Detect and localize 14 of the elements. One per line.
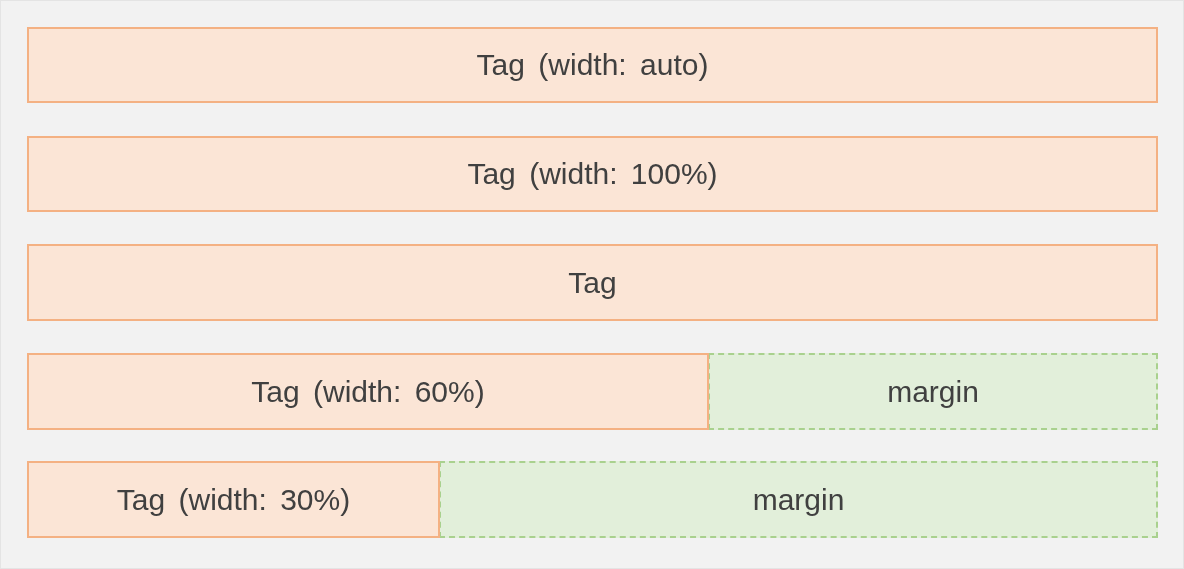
tag-box [27, 353, 709, 430]
tag-box [27, 27, 1158, 103]
box-label: margin [887, 374, 979, 409]
box-label: Tag (width: 100%) [467, 157, 718, 191]
tag-box [27, 136, 1158, 212]
margin-box [439, 461, 1158, 538]
box-label: Tag [568, 265, 617, 300]
margin-box [708, 353, 1158, 430]
box-label: Tag (width: 60%) [251, 374, 485, 409]
box-label: margin [752, 482, 845, 517]
box-label: Tag (width: 30%) [116, 482, 351, 517]
box-label: Tag (width: auto) [476, 48, 709, 82]
tag-box [27, 244, 1158, 321]
tag-box [27, 461, 440, 538]
